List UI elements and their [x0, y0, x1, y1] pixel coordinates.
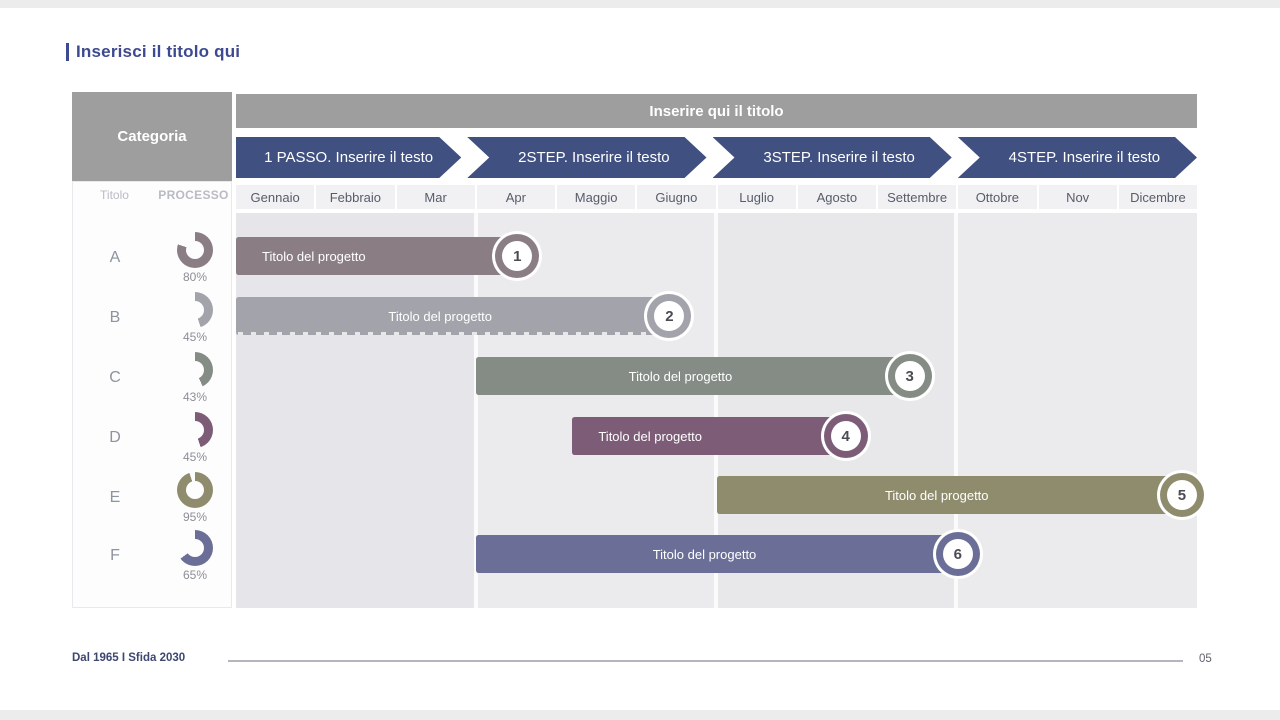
gantt-bar-cap: 2	[647, 294, 692, 338]
quarter-band	[958, 213, 1197, 608]
category-columns: Titolo PROCESSO	[73, 188, 231, 202]
month-cell[interactable]: Maggio	[557, 185, 636, 209]
process-row[interactable]: E 95%	[73, 466, 233, 530]
month-cell[interactable]: Gennaio	[236, 185, 315, 209]
category-letter: C	[109, 369, 121, 386]
column-process-label: PROCESSO	[158, 188, 229, 202]
slide-top-edge	[0, 0, 1280, 8]
progress-percent: 80%	[182, 270, 208, 284]
gantt-bar[interactable]: Titolo del progetto 3	[476, 354, 932, 398]
progress-percent: 95%	[182, 510, 208, 524]
footer-text: Dal 1965 I Sfida 2030	[72, 652, 186, 664]
process-row[interactable]: C 43%	[73, 346, 233, 410]
gantt-bar[interactable]: Titolo del progetto 4	[572, 414, 868, 458]
gantt-bar-cap: 4	[823, 414, 868, 458]
month-cell[interactable]: Ottobre	[958, 185, 1037, 209]
column-title-label: Titolo	[100, 188, 129, 202]
gantt-bar-number: 4	[830, 421, 861, 451]
gantt-bar-cap: 6	[935, 532, 980, 576]
gantt-bar-label: Titolo del progetto	[628, 368, 733, 384]
progress-percent: 65%	[182, 568, 208, 582]
progress-donut	[177, 292, 213, 328]
progress-donut	[177, 530, 213, 566]
month-cell[interactable]: Mar	[396, 185, 475, 209]
progress-percent: 45%	[182, 450, 208, 464]
gantt-bar-cap: 5	[1159, 473, 1204, 517]
step-arrow-2[interactable]: 2STEP. Inserire il testo	[467, 137, 706, 178]
slide-bottom-edge	[0, 710, 1280, 720]
quarter-separator	[474, 213, 478, 608]
page-number: 05	[1199, 653, 1212, 665]
quarter-separator	[714, 213, 718, 608]
process-row[interactable]: B 45%	[73, 286, 233, 350]
gantt-chart-area: Titolo del progetto 1 Titolo del progett…	[236, 213, 1204, 608]
month-cell[interactable]: Apr	[476, 185, 555, 209]
month-strip: Gennaio Febbraio Mar Apr Maggio Giugno L…	[236, 185, 1197, 209]
progress-percent: 43%	[182, 390, 208, 404]
footer-divider-line	[228, 660, 1183, 662]
month-cell[interactable]: Settembre	[878, 185, 957, 209]
gantt-bar[interactable]: Titolo del progetto 1	[236, 234, 540, 278]
process-row[interactable]: D 45%	[73, 406, 233, 470]
progress-percent: 45%	[182, 330, 208, 344]
category-letter: B	[109, 309, 121, 326]
category-letter: E	[109, 489, 121, 506]
timeline-banner-title[interactable]: Inserire qui il titolo	[236, 94, 1197, 128]
gantt-bar-label: Titolo del progetto	[652, 546, 757, 562]
month-cell[interactable]: Luglio	[717, 185, 796, 209]
category-panel: Titolo PROCESSO A 80% B 45% C 43% D	[72, 181, 232, 608]
process-row[interactable]: F 65%	[73, 524, 233, 588]
category-letter: A	[109, 249, 121, 266]
gantt-bar[interactable]: Titolo del progetto 2	[236, 294, 692, 338]
month-cell[interactable]: Agosto	[797, 185, 876, 209]
title-accent-bar	[66, 43, 69, 61]
gantt-bar[interactable]: Titolo del progetto 6	[476, 532, 980, 576]
gantt-bar-label: Titolo del progetto	[262, 248, 366, 264]
step-arrows: 1 PASSO. Inserire il testo 2STEP. Inseri…	[236, 137, 1197, 178]
slide-title-block[interactable]: Inserisci il titolo qui	[66, 42, 240, 62]
gantt-bar-number: 5	[1166, 480, 1197, 510]
progress-donut	[177, 412, 213, 448]
month-cell[interactable]: Febbraio	[316, 185, 395, 209]
step-arrow-4[interactable]: 4STEP. Inserire il testo	[958, 137, 1197, 178]
category-letter: F	[110, 547, 120, 564]
slide-title[interactable]: Inserisci il titolo qui	[76, 42, 241, 61]
gantt-bar-label: Titolo del progetto	[884, 487, 989, 503]
step-arrow-1[interactable]: 1 PASSO. Inserire il testo	[236, 137, 461, 178]
step-arrow-3[interactable]: 3STEP. Inserire il testo	[713, 137, 952, 178]
month-cell[interactable]: Nov	[1038, 185, 1117, 209]
gantt-bar-number: 1	[502, 241, 533, 271]
gantt-bar-number: 6	[942, 539, 973, 569]
month-cell[interactable]: Dicembre	[1118, 185, 1197, 209]
month-cell[interactable]: Giugno	[637, 185, 716, 209]
gantt-bar-number: 3	[894, 361, 925, 391]
progress-donut	[177, 232, 213, 268]
category-header[interactable]: Categoria	[72, 92, 232, 181]
gantt-bar[interactable]: Titolo del progetto 5	[716, 473, 1204, 517]
gantt-bar-cap: 1	[495, 234, 540, 278]
progress-donut	[177, 472, 213, 508]
gantt-bar-number: 2	[654, 301, 685, 331]
gantt-bar-label: Titolo del progetto	[388, 308, 493, 324]
quarter-separator	[954, 213, 958, 608]
progress-donut	[177, 352, 213, 388]
gantt-bar-label: Titolo del progetto	[598, 428, 702, 444]
process-row[interactable]: A 80%	[73, 226, 233, 290]
gantt-bar-cap: 3	[887, 354, 932, 398]
quarter-band	[236, 213, 474, 608]
category-letter: D	[109, 429, 121, 446]
